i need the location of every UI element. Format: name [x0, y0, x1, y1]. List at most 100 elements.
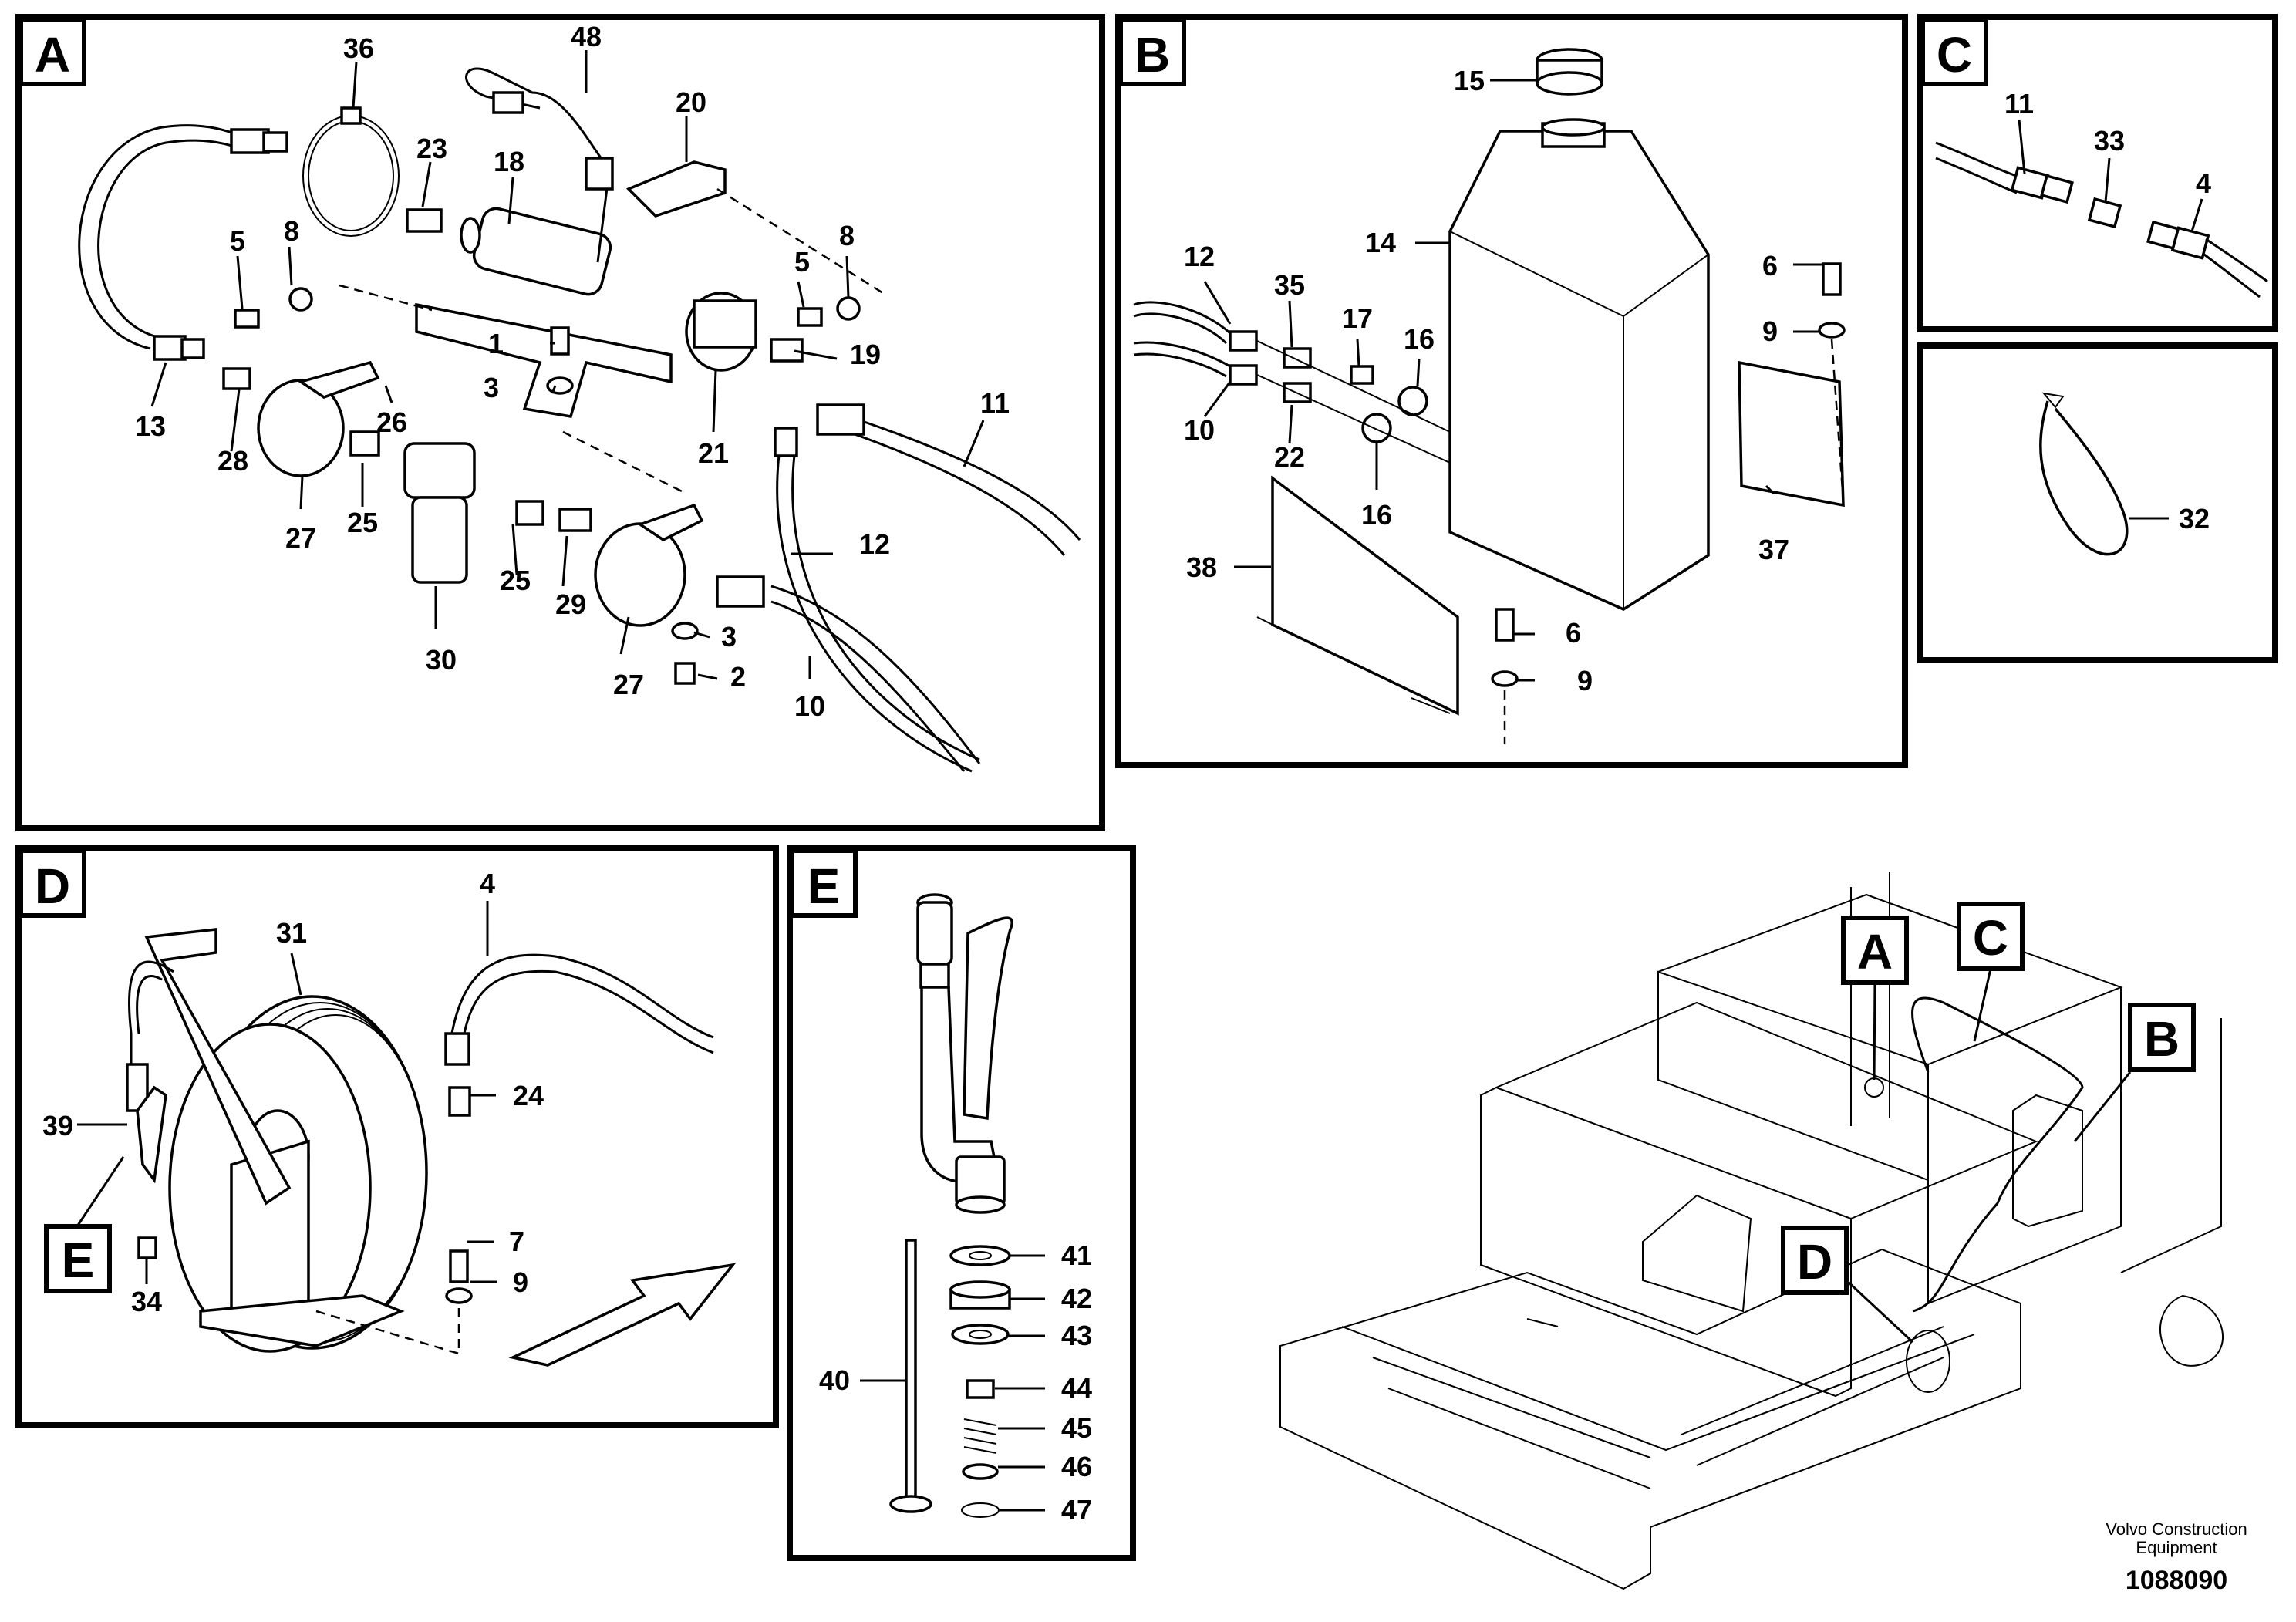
overview-tag-b-box — [2128, 1003, 2196, 1072]
panel-a-tag: A — [35, 27, 70, 83]
label-5-right: 5 — [794, 246, 810, 278]
label-28: 28 — [217, 445, 248, 477]
panel-b: B 15 — [1115, 14, 1908, 768]
label-27-left: 27 — [285, 522, 316, 554]
filter-30 — [403, 442, 476, 499]
label-44: 44 — [1061, 1372, 1092, 1404]
label-34: 34 — [131, 1286, 162, 1317]
tank-14 — [1448, 130, 1710, 611]
brand-line-1: Volvo Construction — [2106, 1519, 2247, 1539]
label-10-b: 10 — [1184, 414, 1215, 446]
label-7: 7 — [509, 1226, 524, 1257]
label-6-top: 6 — [1762, 250, 1778, 282]
washer-41 — [949, 1245, 1011, 1266]
panel-d-tag: D — [35, 858, 70, 914]
label-9-bottom: 9 — [1577, 665, 1593, 696]
hose-13 — [78, 124, 240, 350]
connector-48 — [465, 67, 611, 263]
label-32: 32 — [2179, 503, 2210, 534]
chassis — [1279, 1248, 2021, 1590]
seal-44 — [966, 1379, 995, 1399]
panel-e: E 41 42 43 40 44 45 46 47 — [787, 845, 1136, 1561]
panel-d-callout-e: E — [62, 1233, 95, 1288]
label-16-top: 16 — [1404, 323, 1435, 355]
label-14: 14 — [1365, 227, 1396, 258]
panel-c: C 11 33 4 — [1917, 14, 2278, 332]
label-47: 47 — [1061, 1494, 1092, 1526]
gun-lever — [963, 916, 1013, 1121]
label-46: 46 — [1061, 1451, 1092, 1482]
label-2: 2 — [730, 661, 746, 693]
overview-tag-a: A — [1857, 924, 1893, 980]
gun-body — [920, 986, 996, 1184]
overview-machine: A C B D — [1279, 872, 2224, 1590]
panel-a-frame — [15, 14, 1105, 831]
label-39: 39 — [42, 1110, 73, 1141]
overview-tag-d: D — [1797, 1234, 1832, 1290]
panel-a-tag-box — [19, 17, 86, 86]
panel-c-tag: C — [1937, 27, 1972, 83]
panel-e-tag-box — [790, 848, 858, 918]
installed-tank — [2012, 1094, 2083, 1228]
label-36: 36 — [343, 32, 374, 64]
drawing-number: 1088090 — [2126, 1566, 2227, 1595]
reel-arm — [144, 928, 292, 1206]
label-13: 13 — [135, 410, 166, 442]
panel-a: A — [15, 14, 1105, 831]
cable-tie-32 — [2039, 400, 2129, 556]
label-22: 22 — [1274, 441, 1305, 473]
label-19: 19 — [850, 339, 881, 370]
panel-d-labels: 31 4 24 39 34 7 9 — [42, 868, 544, 1317]
label-27-right: 27 — [613, 669, 644, 700]
installed-reel — [1906, 1330, 1950, 1393]
overview-tag-b: B — [2144, 1011, 2180, 1067]
footer: Volvo Construction Equipment 1088090 — [2106, 1519, 2247, 1595]
bracket-26 — [415, 302, 673, 418]
label-10: 10 — [794, 690, 825, 722]
label-30: 30 — [426, 644, 457, 676]
label-11-c: 11 — [2004, 88, 2034, 120]
label-40: 40 — [819, 1364, 850, 1396]
label-25-right: 25 — [500, 565, 531, 596]
hose-11 — [848, 415, 1081, 541]
label-11: 11 — [980, 387, 1010, 419]
panel-d-tag-box — [19, 848, 86, 918]
hose-4-d — [450, 953, 714, 1039]
panel-d: D E 31 4 2 — [15, 845, 779, 1428]
rod-40 — [905, 1239, 917, 1506]
label-8-left: 8 — [284, 215, 299, 247]
label-4-d: 4 — [480, 868, 495, 899]
panel-c-tag-box — [1920, 17, 1988, 86]
label-18: 18 — [494, 146, 524, 177]
hose-10-b — [1133, 341, 1231, 368]
panel-c-labels: 11 33 4 — [2004, 88, 2211, 199]
label-45: 45 — [1061, 1412, 1092, 1444]
label-29: 29 — [555, 588, 586, 620]
label-1: 1 — [488, 328, 504, 359]
gun-39 — [136, 1085, 167, 1184]
label-9-d: 9 — [513, 1266, 528, 1298]
panel-d-callout-e-box — [44, 1224, 112, 1293]
label-37: 37 — [1758, 534, 1789, 565]
washer-46 — [962, 1463, 999, 1480]
guard-38 — [1271, 475, 1459, 716]
label-41: 41 — [1061, 1239, 1092, 1271]
frame-opening — [1642, 1194, 1752, 1313]
panel-e-tag: E — [807, 858, 841, 914]
hose-12-b — [1133, 301, 1232, 335]
label-3-top: 3 — [484, 372, 499, 403]
hose-12 — [776, 454, 973, 773]
overview-tag-d-box — [1781, 1226, 1849, 1295]
label-42: 42 — [1061, 1283, 1092, 1314]
label-48: 48 — [571, 21, 602, 52]
label-3-bottom: 3 — [721, 621, 737, 653]
label-38: 38 — [1186, 551, 1217, 583]
label-17: 17 — [1342, 302, 1373, 334]
label-23: 23 — [416, 133, 447, 164]
clamp-27-left — [257, 379, 345, 477]
overview-tag-c: C — [1973, 910, 2008, 966]
gun-grip — [916, 901, 953, 966]
label-5-left: 5 — [230, 225, 245, 257]
label-8-right: 8 — [839, 220, 855, 251]
